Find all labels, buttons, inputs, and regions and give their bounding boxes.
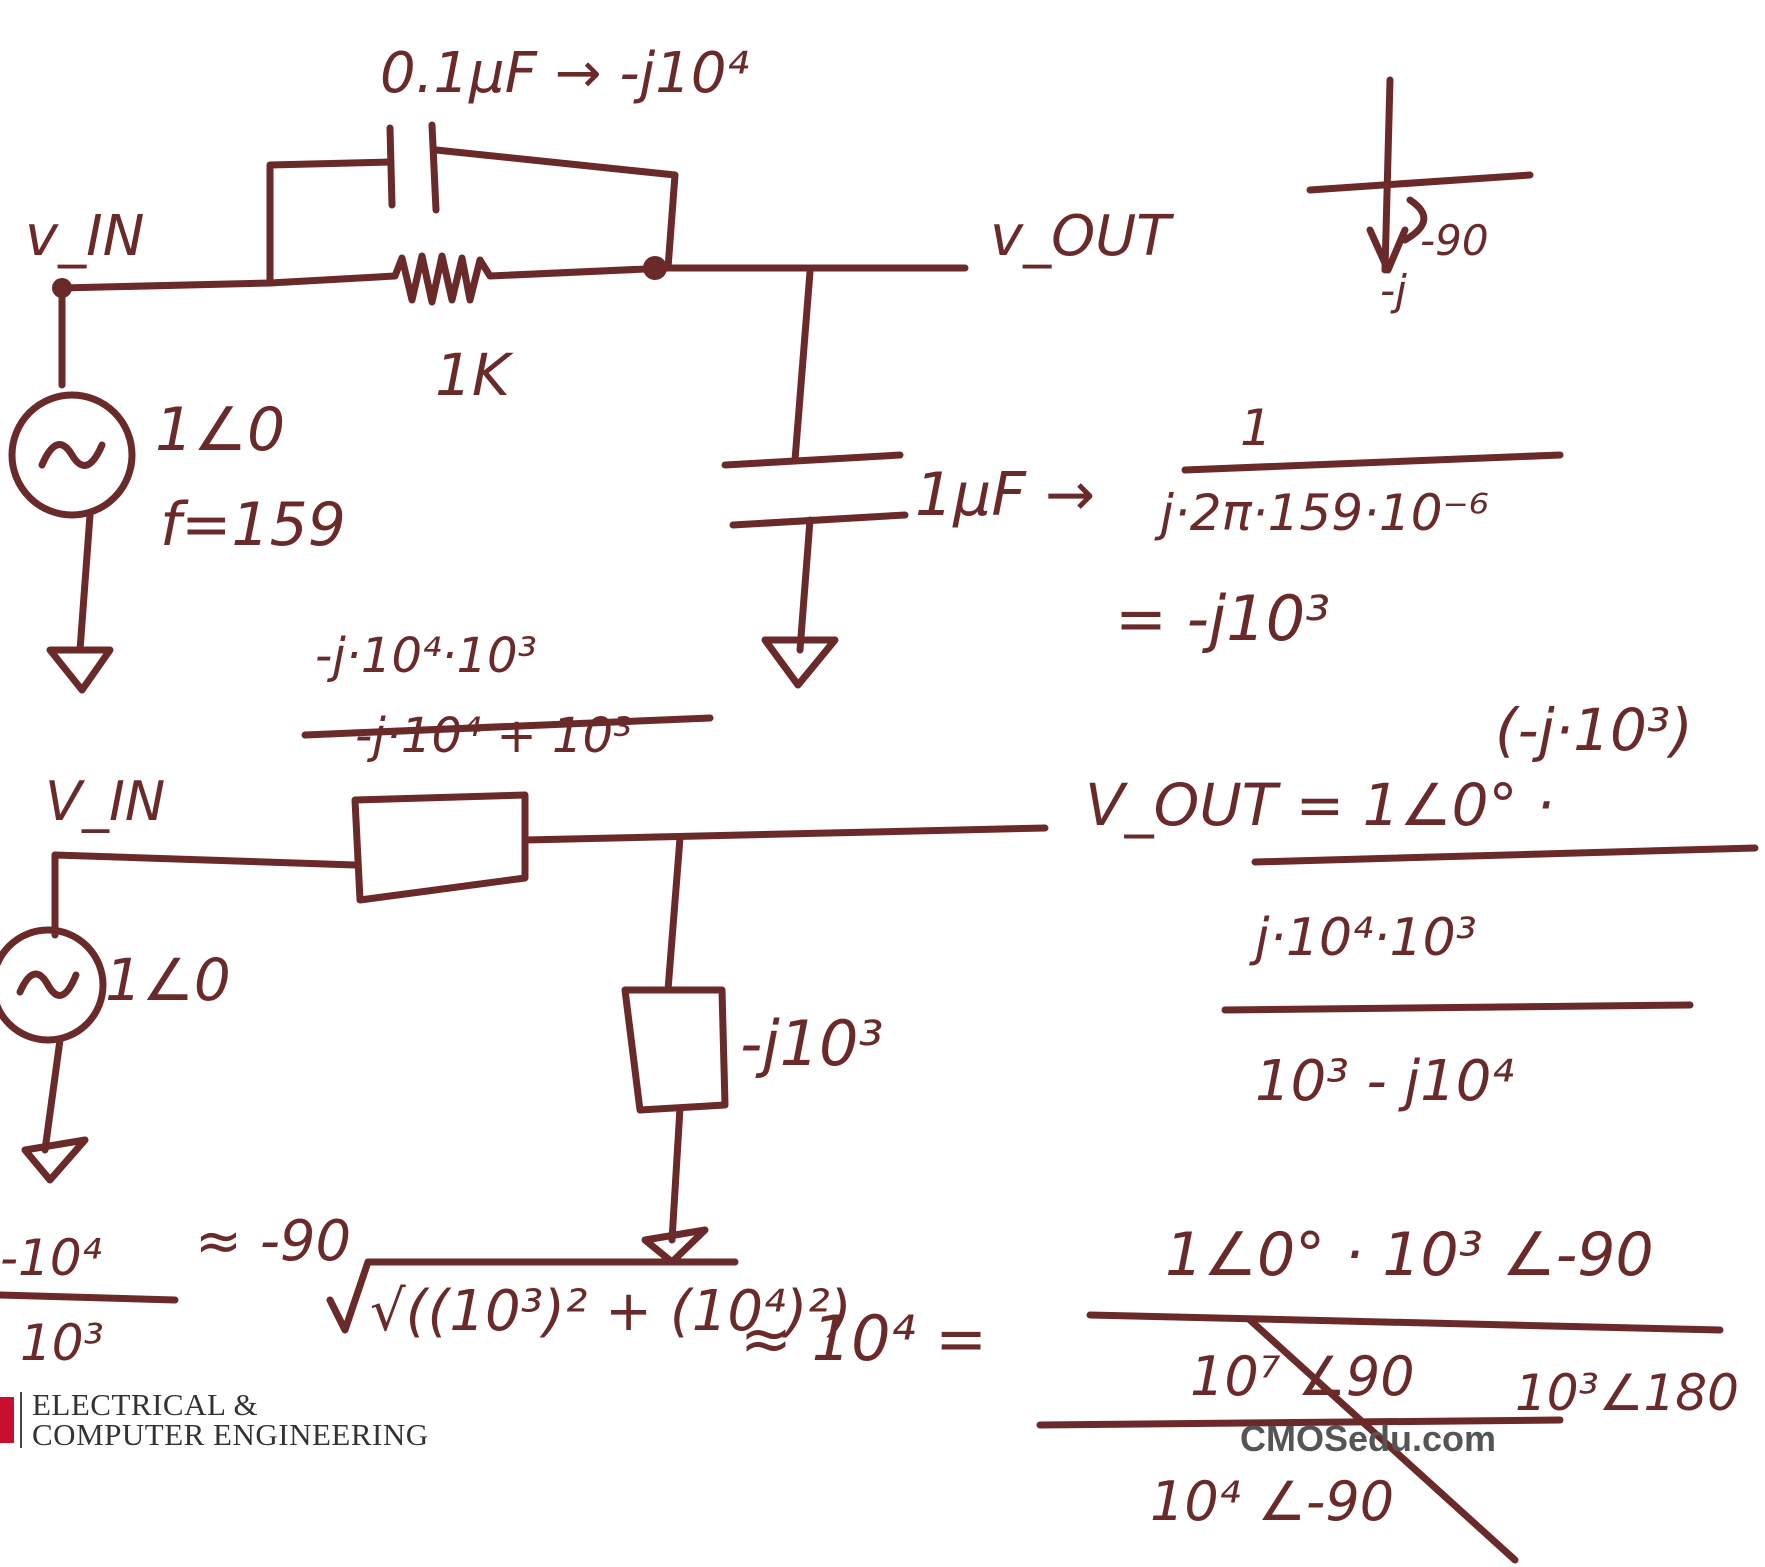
vin-label-top: v_IN [25, 204, 145, 269]
source-label-top: 1∠0 [155, 395, 285, 465]
wire-cap-left [266, 158, 394, 287]
node-out [643, 256, 667, 280]
resistor-label: 1K [435, 341, 514, 409]
vout-lhs: V_OUT = 1∠0° · [1085, 771, 1554, 839]
resistor-1k [266, 252, 672, 306]
cap-impedance-numerator: 1 [1240, 399, 1272, 457]
cap-impedance-denominator: j·2π·159·10⁻⁶ [1154, 484, 1489, 542]
vout-inner-numerator: j·10⁴·10³ [1249, 908, 1477, 968]
wire-vout-bottom [521, 824, 1049, 844]
cap-plate-right [428, 121, 440, 214]
fraction-bar-angle [0, 1291, 179, 1304]
fraction-bar-final [1086, 1311, 1724, 1334]
footer-logo: ELECTRICAL & COMPUTER ENGINEERING [0, 1385, 429, 1455]
cancel-arrow [1246, 1316, 1519, 1564]
sqrt-sign [326, 1258, 739, 1334]
department-line-1: ELECTRICAL & [32, 1387, 259, 1422]
angle-result: ≈ -90 [195, 1209, 351, 1274]
final-numerator: 1∠0° · 10³ ∠-90 [1165, 1220, 1654, 1290]
ground-top-right [761, 636, 839, 689]
wire-cap-right [432, 146, 679, 272]
fraction-bar-vout-main [1251, 844, 1759, 866]
cap-top-label: 0.1μF → -j10⁴ [380, 41, 749, 106]
department-line-2: COMPUTER ENGINEERING [32, 1417, 429, 1452]
vout-label-top: v_OUT [990, 204, 1174, 269]
phase-sketch-label: -90 [1420, 216, 1489, 265]
phase-sketch-j: -j [1380, 266, 1407, 315]
parallel-numerator: -j·10⁴·10³ [315, 628, 537, 684]
parallel-denominator: -j·10⁴ + 10³ [355, 708, 632, 764]
wire-shunt-bottom [664, 834, 684, 994]
fraction-bar-cap-impedance [1181, 451, 1564, 474]
ac-source-bottom [0, 926, 107, 1044]
wire-source-bottom-ground [41, 1036, 64, 1154]
cap-plate-left [386, 124, 396, 209]
wire-vin [58, 279, 274, 292]
logo-divider [20, 1392, 22, 1448]
shunt-cap-plate-bottom [729, 511, 909, 529]
shunt-cap-plate-top [721, 451, 904, 469]
magnitude-expr: √((10³)² + (10⁴)²) [370, 1279, 852, 1344]
department-name: ELECTRICAL & COMPUTER ENGINEERING [32, 1387, 429, 1452]
cap-shunt-label: 1μF → [915, 460, 1095, 530]
website-label: CMOSedu.com [1240, 1418, 1497, 1459]
vout-inner-denominator: 10³ - j10⁴ [1255, 1049, 1514, 1114]
wire-shunt-cap [791, 268, 814, 464]
phase-axis-vertical [1381, 76, 1394, 274]
source-label-bottom: 1∠0 [105, 946, 231, 1014]
wire-shunt-bottom-ground [668, 1104, 684, 1244]
impedance-series-box [351, 791, 529, 904]
phase-axis-horizontal [1306, 171, 1534, 194]
university-logo-mark [0, 1397, 14, 1443]
ground-bottom-right [641, 1226, 709, 1266]
ac-source-top [8, 391, 136, 519]
wire-source-ground [76, 511, 94, 654]
wire-shunt-ground [796, 516, 814, 654]
fraction-bar-vout-inner [1221, 1001, 1694, 1014]
ground-top-left [46, 646, 114, 694]
final-denominator-bottom: 10⁴ ∠-90 [1150, 1470, 1394, 1533]
shunt-impedance-label: -j10³ [740, 1007, 883, 1080]
sine-icon-bottom [16, 970, 80, 999]
cap-impedance-result: = -j10³ [1115, 582, 1330, 655]
vout-numerator: (-j·10³) [1495, 696, 1693, 764]
final-result: 10³∠180 [1515, 1364, 1739, 1422]
vin-label-bottom: V_IN [45, 770, 165, 833]
sine-icon [38, 441, 106, 469]
angle-denominator: 10³ [20, 1314, 104, 1372]
angle-numerator: -10⁴ [0, 1229, 102, 1287]
fraction-bar-final-inner [1036, 1416, 1564, 1429]
frequency-label: f=159 [160, 490, 346, 560]
fraction-bar-parallel [301, 714, 714, 739]
final-denominator-top: 10⁷ ∠90 [1190, 1345, 1415, 1408]
wire-vin-bottom [51, 851, 359, 869]
impedance-shunt-box [621, 986, 729, 1114]
magnitude-result: ≈ 10⁴ = [740, 1302, 987, 1375]
ground-bottom-left [21, 1136, 89, 1184]
phase-arrow [1366, 226, 1409, 274]
phase-arc [1401, 196, 1428, 244]
